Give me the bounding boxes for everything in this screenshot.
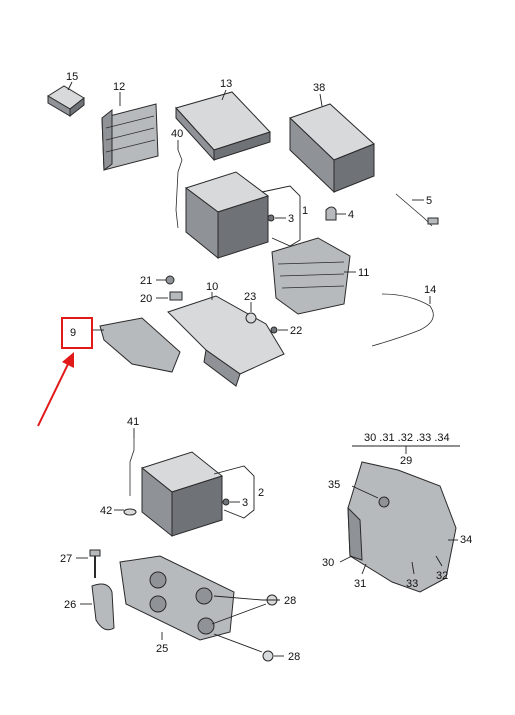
label-28-upper: 28 xyxy=(284,595,296,607)
battery-lower[interactable] xyxy=(140,451,224,538)
part-26-clamp[interactable] xyxy=(91,583,115,631)
part-5-wire[interactable] xyxy=(395,193,439,227)
part-12-insulation-sleeve[interactable] xyxy=(101,103,159,171)
part-3-screw-lower[interactable] xyxy=(222,498,230,506)
label-40: 40 xyxy=(171,128,183,140)
label-12: 12 xyxy=(113,81,125,93)
part-20-bracket[interactable] xyxy=(169,291,183,301)
label-3-lower: 3 xyxy=(242,497,248,509)
fuse-holder-block[interactable] xyxy=(347,461,457,593)
part-14-cable[interactable] xyxy=(371,293,434,347)
part-15-clip[interactable] xyxy=(47,85,85,118)
label-15: 15 xyxy=(66,71,78,83)
label-11: 11 xyxy=(358,267,369,279)
label-38: 38 xyxy=(313,82,325,94)
label-41: 41 xyxy=(127,416,139,428)
part-22-screw[interactable] xyxy=(270,326,278,334)
part-42-washer[interactable] xyxy=(123,508,137,516)
part-27-bolt[interactable] xyxy=(89,549,101,578)
label-9: 9 xyxy=(70,327,76,339)
part-38-battery[interactable] xyxy=(289,103,375,194)
label-32: 32 xyxy=(436,570,448,582)
label-22: 22 xyxy=(290,325,302,337)
label-1: 1 xyxy=(302,205,308,217)
label-34: 34 xyxy=(460,534,472,546)
part-3-screw-upper[interactable] xyxy=(267,214,275,222)
highlight-box-9 xyxy=(61,317,93,349)
part-28-nut-lower[interactable] xyxy=(262,650,274,662)
label-28-lower: 28 xyxy=(288,651,300,663)
label-23: 23 xyxy=(244,291,256,303)
highlight-arrow xyxy=(37,352,74,427)
label-21: 21 xyxy=(140,275,152,287)
label-2: 2 xyxy=(258,487,264,499)
label-13: 13 xyxy=(220,78,232,90)
label-4: 4 xyxy=(348,209,354,221)
label-31: 31 xyxy=(354,578,366,590)
label-5: 5 xyxy=(426,195,432,207)
label-30: 30 xyxy=(322,557,334,569)
part-4-clamp[interactable] xyxy=(325,206,337,221)
part-10-battery-tray[interactable] xyxy=(167,295,285,387)
label-29-group: 30 .31 .32 .33 .34 xyxy=(364,432,450,444)
label-42: 42 xyxy=(100,505,112,517)
part-41-cable-lead[interactable] xyxy=(129,438,135,496)
part-9-pad[interactable] xyxy=(99,317,181,373)
label-29: 29 xyxy=(400,455,412,467)
label-14: 14 xyxy=(424,284,436,296)
label-10: 10 xyxy=(206,281,218,293)
label-26: 26 xyxy=(64,599,76,611)
label-25: 25 xyxy=(156,643,168,655)
part-40-cable-lead[interactable] xyxy=(175,149,183,229)
part-13-battery-cover[interactable] xyxy=(175,91,271,162)
battery-upper[interactable] xyxy=(184,171,270,260)
part-23-washer[interactable] xyxy=(245,312,257,324)
part-21-bolt[interactable] xyxy=(165,275,175,285)
part-25-base-plate[interactable] xyxy=(119,555,235,641)
label-27: 27 xyxy=(60,553,72,565)
label-20: 20 xyxy=(140,293,152,305)
label-35: 35 xyxy=(328,479,340,491)
part-35-screw[interactable] xyxy=(378,496,390,508)
part-11-insulation[interactable] xyxy=(271,237,351,315)
label-3-upper: 3 xyxy=(288,213,294,225)
label-33: 33 xyxy=(406,578,418,590)
